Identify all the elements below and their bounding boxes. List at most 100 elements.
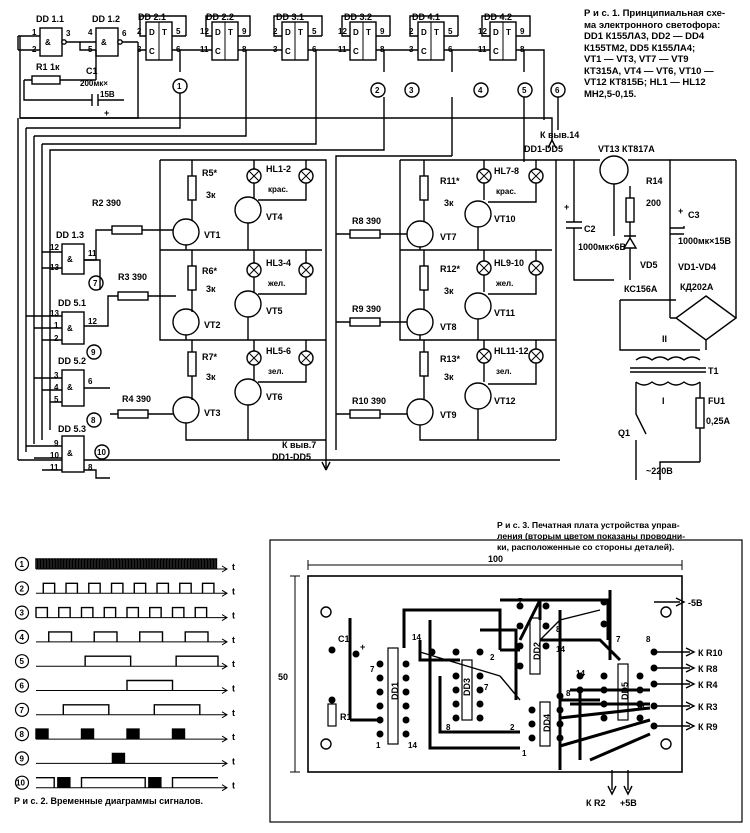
vt8: VT8 bbox=[406, 308, 457, 336]
t-label: T bbox=[366, 28, 371, 37]
timing-row-label: 9 bbox=[20, 754, 25, 763]
svg-text:3: 3 bbox=[409, 86, 414, 95]
pin-label: 6 bbox=[88, 377, 93, 386]
r8-label: R8 390 bbox=[352, 216, 381, 226]
pcb-out-minus5v: -5В bbox=[688, 598, 703, 608]
timing-row-label: 4 bbox=[20, 633, 25, 642]
timing-row-marker bbox=[14, 678, 30, 693]
pcb-pin: 8 bbox=[446, 723, 451, 732]
pcb-dd4 bbox=[539, 701, 551, 747]
svg-text:7: 7 bbox=[93, 279, 98, 288]
pin-label: 12 bbox=[88, 317, 97, 326]
svg-text:VT6: VT6 bbox=[266, 392, 283, 402]
vt7: VT7 bbox=[406, 220, 457, 248]
timing-t-label: t bbox=[232, 708, 235, 718]
pin-label: 11 bbox=[88, 249, 97, 258]
pin-label: 5 bbox=[54, 395, 59, 404]
c2-plus: + bbox=[564, 202, 569, 212]
svg-text:2: 2 bbox=[375, 86, 380, 95]
dd5-2-gate bbox=[61, 369, 85, 407]
dd1-3-gate bbox=[61, 243, 85, 275]
and-symbol: & bbox=[67, 324, 73, 333]
fig1-caption-line: Р и с. 1. Принципиальная схе- bbox=[584, 8, 726, 19]
dd1-1-label: DD 1.1 bbox=[36, 14, 64, 24]
out-bottom-label: К выв.7 bbox=[282, 440, 316, 450]
hl11-12-label: HL11-12 bbox=[494, 346, 529, 356]
out-bottom-label-b: DD1-DD5 bbox=[272, 452, 311, 462]
pcb-pin: 14 bbox=[556, 645, 565, 654]
fig3-caption-line: ления (вторым цветом показаны проводни- bbox=[497, 531, 686, 541]
r4-resistor bbox=[117, 409, 149, 419]
fig2-caption: Р и с. 2. Временные диаграммы сигналов. bbox=[14, 796, 203, 808]
plus-mark: + bbox=[104, 108, 109, 118]
fig1-caption-line: К155ТМ2, DD5 К155ЛА4; bbox=[584, 42, 696, 54]
timing-t-label: t bbox=[232, 562, 235, 572]
c-label: C bbox=[421, 47, 427, 56]
vt11: VT11 bbox=[464, 292, 515, 320]
pcb-dd1-label: DD1 bbox=[390, 682, 400, 700]
vt6: VT6 bbox=[234, 378, 283, 406]
c2-value: 1000мк×6В bbox=[578, 242, 626, 252]
timing-waveform bbox=[126, 679, 174, 691]
t-label: T bbox=[162, 28, 167, 37]
pcb-pin: 14 bbox=[576, 669, 585, 678]
pcb-out-r9: К R9 bbox=[698, 722, 718, 732]
dd3-1-label: DD 3.1 bbox=[276, 12, 304, 22]
fu1-fuse bbox=[695, 397, 705, 429]
c-label: C bbox=[493, 47, 499, 56]
pcb-pin: 7 bbox=[370, 665, 375, 674]
timing-t-label: t bbox=[232, 684, 235, 694]
timing-axis bbox=[36, 759, 228, 767]
pcb-c1-label: C1 bbox=[338, 634, 350, 644]
pin-label: 5 bbox=[176, 27, 181, 36]
timing-row-label: 10 bbox=[16, 779, 25, 788]
timing-t-label: t bbox=[232, 756, 235, 766]
node-6: 6 bbox=[550, 82, 566, 98]
r14-label: R14 bbox=[646, 176, 663, 186]
pcb-out-plus5v: +5В bbox=[620, 798, 637, 808]
pin-label: 9 bbox=[54, 439, 59, 448]
pcb-c1-plus: + bbox=[360, 642, 365, 652]
c3-value: 1000мк×15В bbox=[678, 236, 731, 246]
timing-t-label: t bbox=[232, 611, 235, 621]
pin-label: 1 bbox=[54, 321, 59, 330]
fig1-caption-line: VT12 КТ815Б; HL1 — HL12 bbox=[584, 77, 706, 88]
pin-label: 9 bbox=[520, 27, 525, 36]
hl3-4-label: HL3-4 bbox=[266, 258, 291, 268]
t-label: T bbox=[298, 28, 303, 37]
vt13-label: VT13 КТ817А bbox=[598, 144, 655, 154]
svg-text:VT10: VT10 bbox=[494, 214, 516, 224]
r13-label: R13* bbox=[440, 354, 461, 364]
pin-label: 12 bbox=[338, 27, 347, 36]
svg-text:VT5: VT5 bbox=[266, 306, 283, 316]
timing-t-label: t bbox=[232, 781, 235, 791]
vt9: VT9 bbox=[406, 398, 457, 426]
timing-waveform bbox=[84, 655, 219, 667]
timing-row-marker bbox=[14, 751, 30, 766]
pcb-pin: 14 bbox=[636, 703, 645, 712]
c1-value: 200мк× bbox=[80, 79, 108, 88]
mount-hole bbox=[660, 606, 672, 618]
dd5-2-label: DD 5.2 bbox=[58, 356, 86, 366]
timing-t-label: t bbox=[232, 586, 235, 596]
pin-label: 8 bbox=[88, 463, 93, 472]
timing-axis bbox=[36, 638, 228, 646]
fig1-caption: Р и с. 1. Принципиальная схе- ма электро… bbox=[584, 8, 748, 100]
timing-axis bbox=[36, 614, 228, 622]
vd5-type: КС156А bbox=[624, 284, 658, 294]
pin-label: 1 bbox=[32, 28, 37, 37]
dd1-3-label: DD 1.3 bbox=[56, 230, 84, 240]
timing-axis bbox=[36, 687, 228, 694]
timing-waveform bbox=[111, 752, 126, 764]
hl7-8-color: крас. bbox=[496, 187, 516, 196]
c-label: C bbox=[285, 47, 291, 56]
svg-text:10: 10 bbox=[97, 448, 106, 457]
inverter-bubble bbox=[117, 39, 123, 45]
pin-label: 6 bbox=[122, 29, 127, 38]
and-symbol: & bbox=[67, 449, 73, 458]
dd3-2-label: DD 3.2 bbox=[344, 12, 372, 22]
r13-resistor bbox=[419, 351, 429, 377]
dd5-3-label: DD 5.3 bbox=[58, 424, 86, 434]
